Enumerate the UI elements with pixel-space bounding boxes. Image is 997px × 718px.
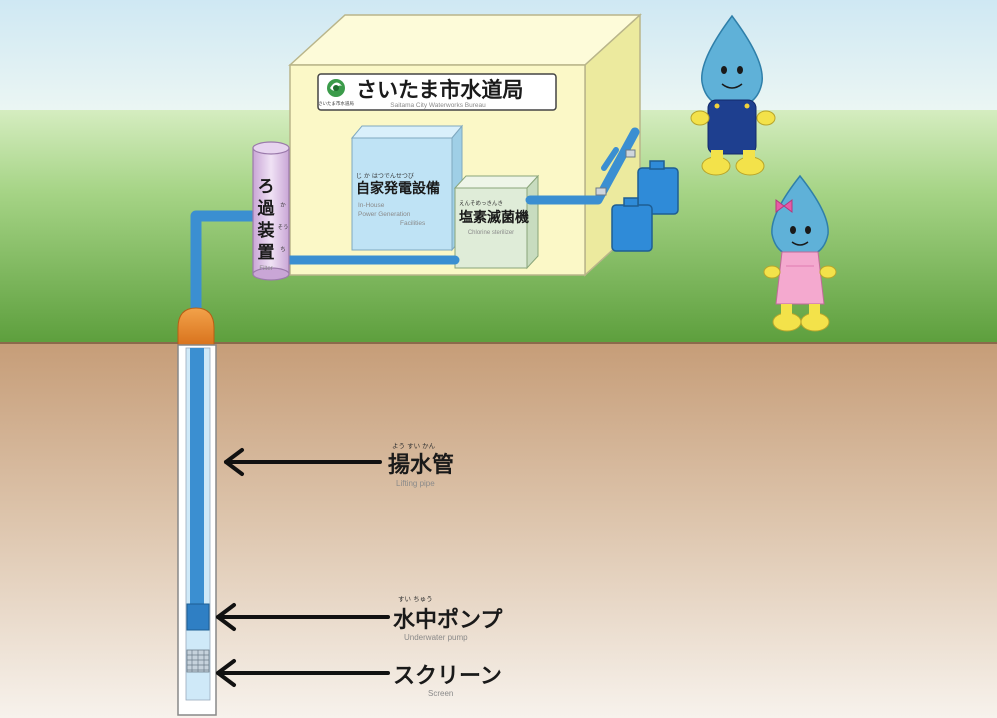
lifting-pipe-callout: よう すい かん 揚水管 Lifting pipe	[388, 442, 454, 488]
underwater-pump-label: 水中ポンプ	[393, 607, 503, 633]
generator-ruby: じ か はつでんせつび	[356, 172, 414, 180]
building-sign: さいたま市水道局 さいたま市水道局 Saitama City Waterwork…	[317, 73, 557, 111]
underwater-pump-ruby: すい ちゅう	[398, 595, 433, 603]
generator-en-2: Power Generation	[358, 211, 411, 218]
filter-ruby-3: ち	[280, 246, 286, 253]
sign-subtitle: Saitama City Waterworks Bureau	[390, 102, 486, 109]
water-tank-icon	[611, 160, 679, 252]
generator-label: 自家発電設備	[356, 180, 440, 197]
soil	[0, 343, 997, 718]
well-shaft	[177, 307, 217, 716]
logo-caption: さいたま市水道局	[318, 100, 354, 107]
water-drop-mascot-icon	[690, 14, 776, 176]
city-logo-icon	[327, 79, 345, 97]
lifting-pipe-en: Lifting pipe	[396, 479, 435, 488]
underwater-pump-callout: すい ちゅう 水中ポンプ Underwater pump	[393, 595, 503, 642]
water-drop-mascot-icon	[763, 174, 837, 332]
chlorinator-label: 塩素滅菌機	[459, 209, 529, 226]
filter-unit: ろ 過 装 置 か そう ち Filter	[252, 141, 290, 281]
lifting-pipe-ruby: よう すい かん	[392, 442, 436, 450]
chlorinator-en: Chlorine sterilizer	[468, 230, 514, 236]
filter-ruby-1: か	[280, 202, 286, 209]
screen-label: スクリーン	[393, 664, 502, 689]
filter-en: Filter	[259, 266, 272, 272]
pump-body	[186, 603, 210, 631]
screen-en: Screen	[428, 689, 453, 698]
lifting-pipe-label: 揚水管	[388, 452, 454, 478]
arrow-left-icon	[216, 448, 390, 687]
generator-en-1: In-House	[358, 202, 385, 209]
filter-char-1: ろ	[258, 177, 275, 197]
sign-title: さいたま市水道局	[356, 78, 523, 102]
filter-char-2: 過	[258, 199, 276, 219]
underwater-pump-en: Underwater pump	[404, 633, 468, 642]
filter-char-4: 置	[258, 243, 275, 263]
filter-char-3: 装	[257, 220, 275, 241]
well-cap	[177, 307, 215, 346]
lifting-pipe	[190, 348, 204, 604]
generator-unit: じ か はつでんせつび 自家発電設備 In-House Power Genera…	[350, 124, 464, 252]
water-pipes	[190, 127, 640, 324]
chlorinator-unit: えんそめっきんき 塩素滅菌機 Chlorine sterilizer	[453, 174, 540, 270]
faucet-icon	[595, 149, 636, 196]
screen-callout: スクリーン Screen	[393, 664, 502, 698]
chlorinator-ruby: えんそめっきんき	[459, 200, 503, 207]
generator-en-3: Facilities	[400, 220, 426, 227]
filter-ruby-2: そう	[277, 224, 288, 231]
